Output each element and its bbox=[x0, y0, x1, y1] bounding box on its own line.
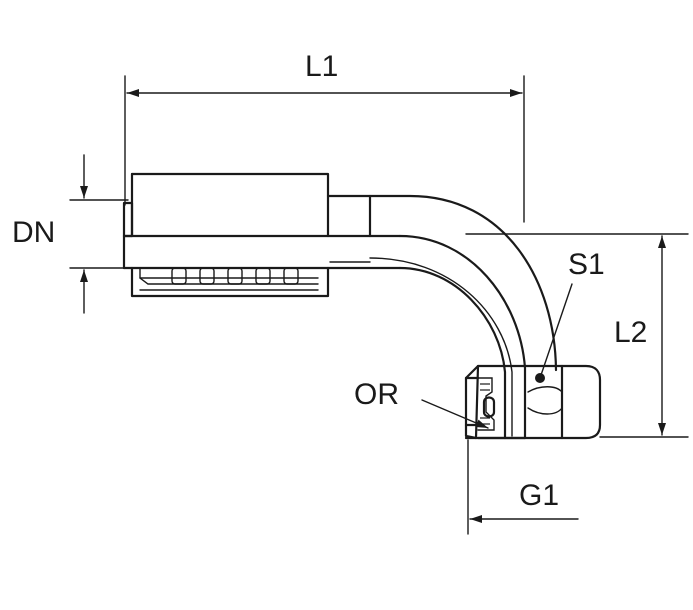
leader-s1 bbox=[535, 283, 573, 383]
label-l1: L1 bbox=[305, 50, 339, 83]
hose-socket bbox=[122, 172, 372, 298]
dimension-l1 bbox=[124, 75, 525, 223]
label-dn: DN bbox=[12, 216, 56, 249]
label-g1: G1 bbox=[519, 479, 560, 512]
dimension-l2 bbox=[465, 233, 689, 438]
dimension-dn bbox=[69, 154, 129, 314]
dimension-g1 bbox=[467, 439, 579, 535]
elbow-tube bbox=[122, 194, 558, 440]
label-l2: L2 bbox=[614, 316, 648, 349]
leader-or bbox=[421, 399, 489, 429]
swivel-nut bbox=[464, 364, 602, 440]
label-s1: S1 bbox=[568, 248, 605, 281]
o-ring bbox=[482, 396, 496, 418]
label-or: OR bbox=[354, 378, 399, 411]
